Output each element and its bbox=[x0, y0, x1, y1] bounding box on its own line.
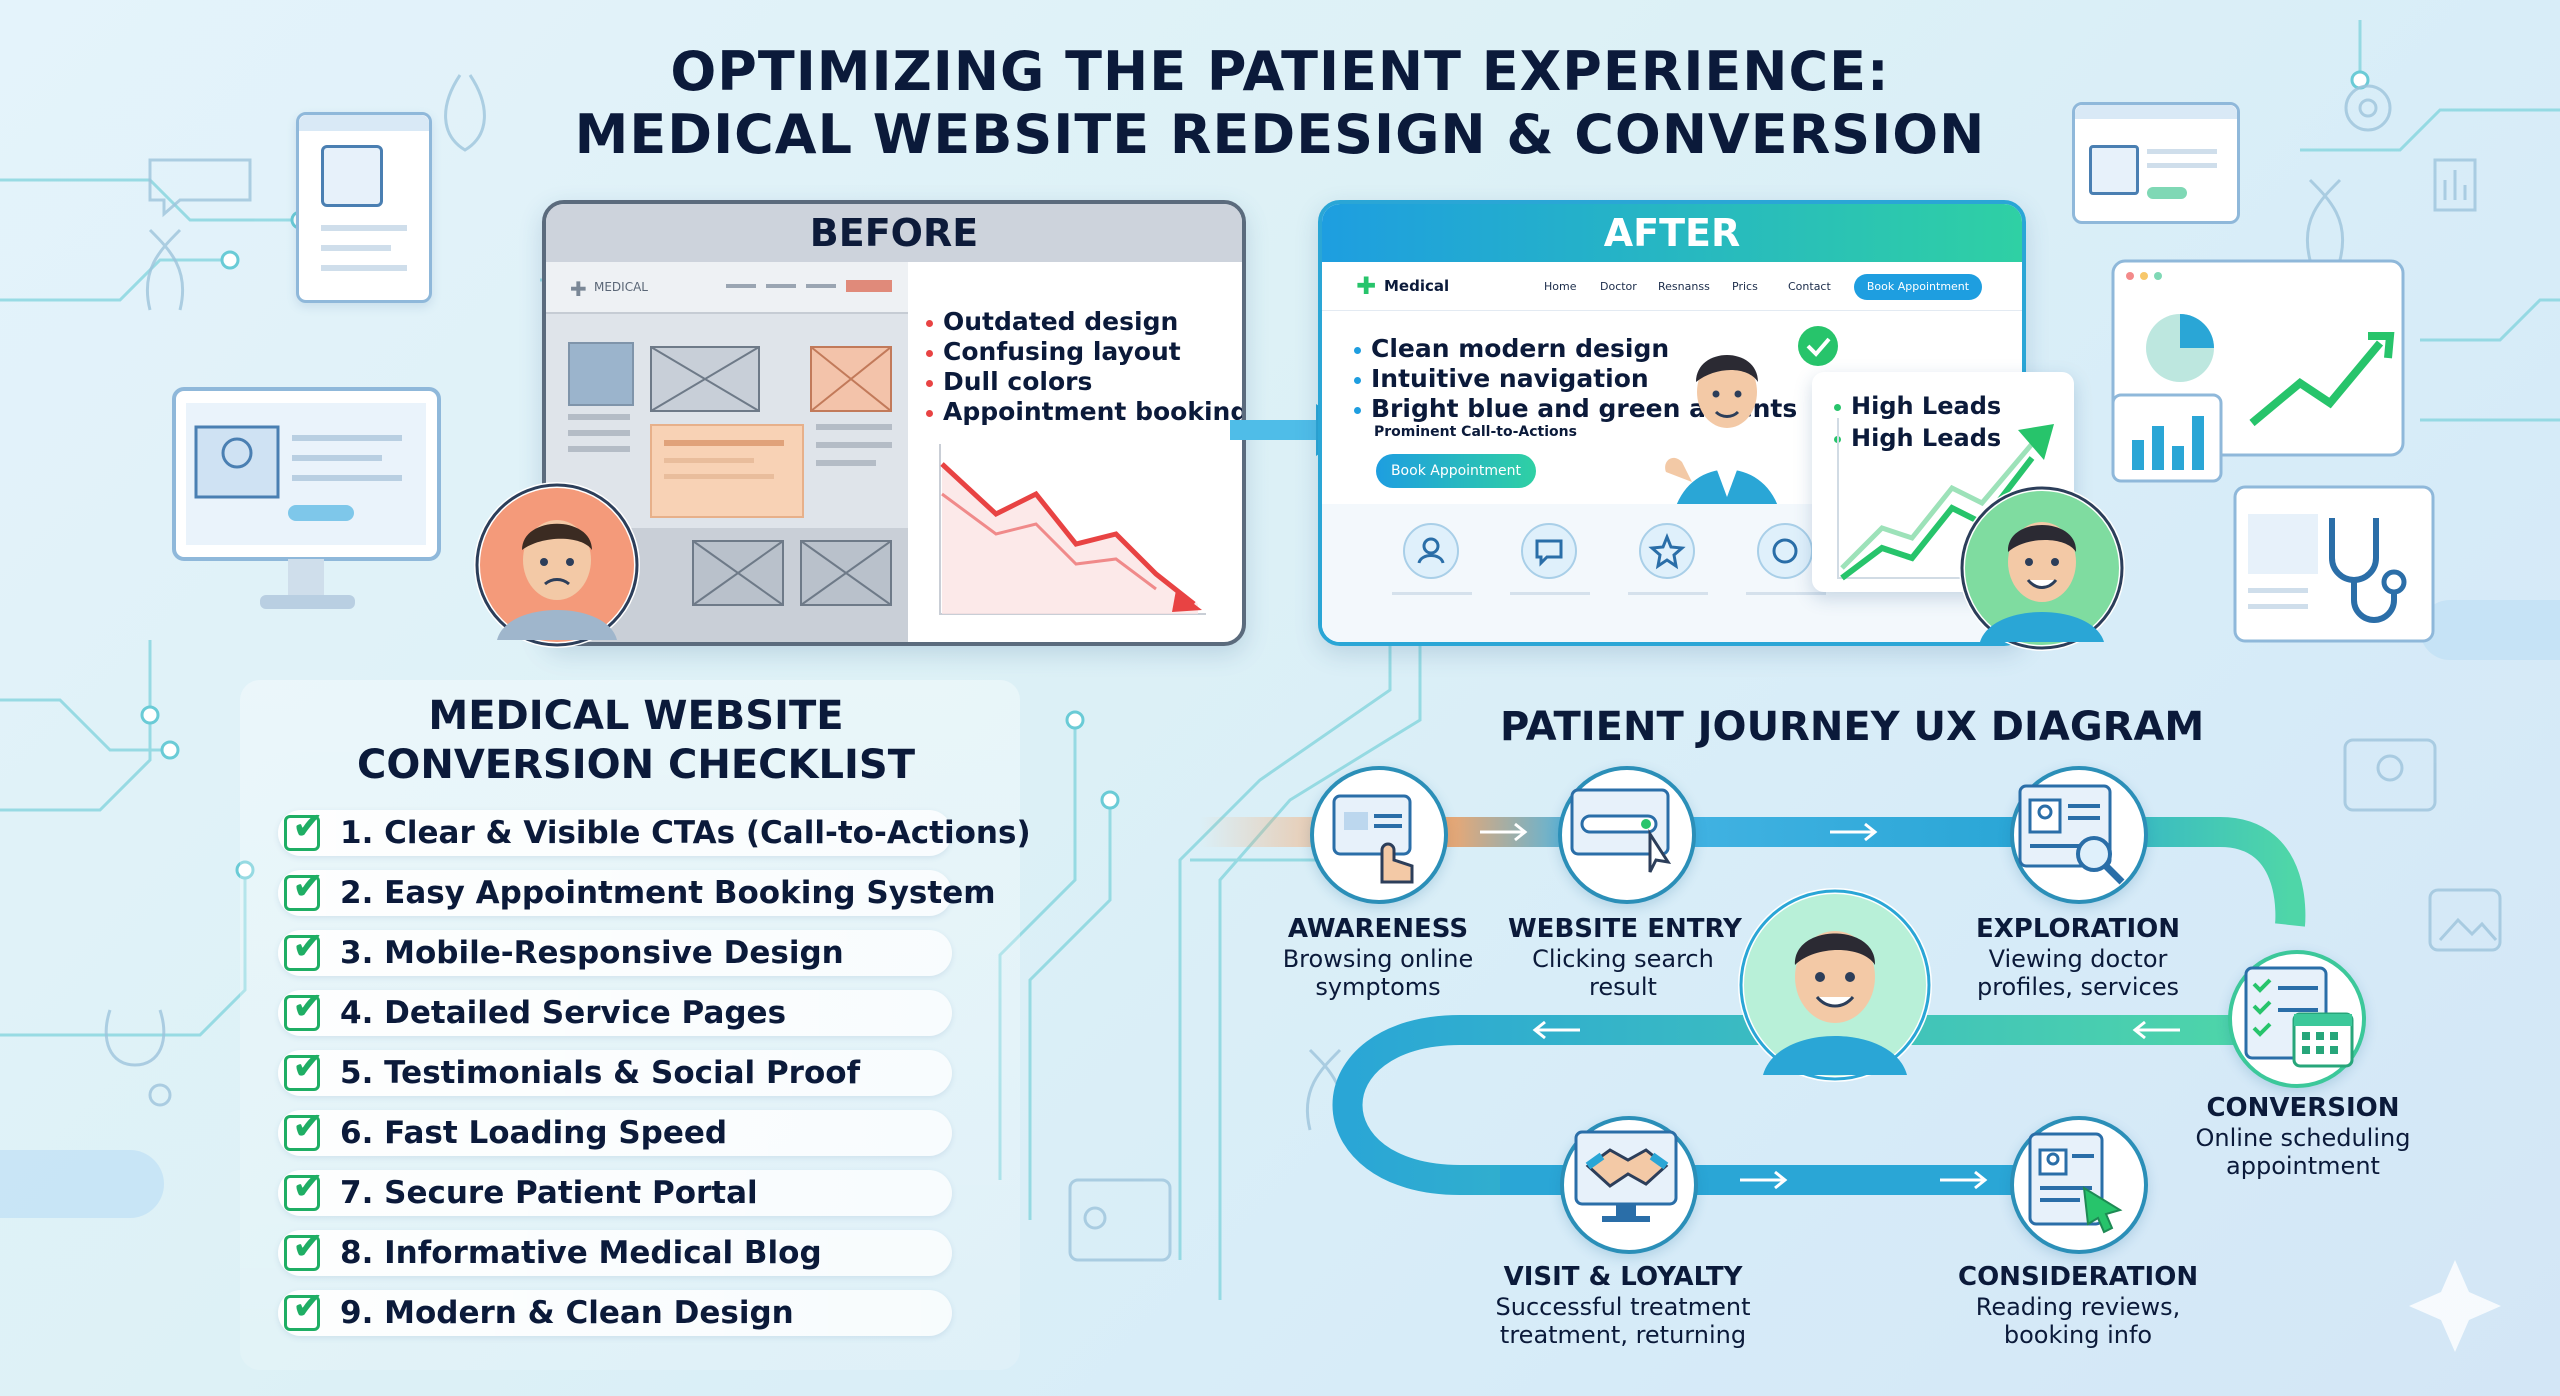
brain-feature-icon bbox=[1757, 523, 1813, 579]
main-title-line2: MEDICAL WEBSITE REDESIGN & CONVERSION bbox=[574, 103, 1986, 166]
desktop-monitor-icon bbox=[172, 387, 441, 609]
stage-awareness-title: AWARENESS bbox=[1287, 914, 1469, 944]
browser-hand-icon bbox=[1332, 794, 1414, 884]
user-feature-icon bbox=[1403, 523, 1459, 579]
bar-chart-window bbox=[2111, 393, 2223, 483]
declining-trend-icon bbox=[939, 444, 1206, 615]
lead-item: High Leads bbox=[1834, 390, 2001, 422]
checklist-item: ✔9. Modern & Clean Design bbox=[278, 1284, 952, 1336]
checklist-item: ✔8. Informative Medical Blog bbox=[278, 1224, 952, 1276]
sad-patient-avatar bbox=[474, 482, 640, 648]
before-issues-list: Outdated design Confusing layout Dull co… bbox=[926, 307, 1242, 427]
star-feature-icon bbox=[1639, 523, 1695, 579]
doctor-illustration bbox=[1665, 355, 1782, 522]
stethoscope-icon bbox=[321, 145, 383, 207]
check-mark-icon: ✔ bbox=[292, 924, 324, 968]
nav-link-resources[interactable]: Resnanss bbox=[1658, 280, 1710, 293]
checkbox-checked-icon bbox=[284, 995, 320, 1031]
before-issue: Outdated design bbox=[926, 307, 1242, 337]
old-logo-cross-icon: ✚ bbox=[570, 277, 587, 301]
nav-link-home[interactable]: Home bbox=[1544, 280, 1577, 293]
placeholder-image-icon bbox=[800, 540, 892, 606]
nav-book-appointment-button[interactable]: Book Appointment bbox=[1854, 274, 1982, 300]
stage-conversion-title: CONVERSION bbox=[2206, 1093, 2400, 1123]
checklist-item: ✔6. Fast Loading Speed bbox=[278, 1104, 952, 1156]
nav-link-doctor[interactable]: Doctor bbox=[1600, 280, 1637, 293]
nav-link-prices[interactable]: Prics bbox=[1732, 280, 1758, 293]
stage-consideration-title: CONSIDERATION bbox=[1958, 1262, 2199, 1292]
placeholder-image-icon bbox=[810, 346, 892, 412]
checklist-item: ✔7. Secure Patient Portal bbox=[278, 1164, 952, 1216]
stethoscope-window bbox=[2233, 485, 2435, 643]
cta-note: Prominent Call-to-Actions bbox=[1374, 424, 1577, 440]
new-site-logo: Medical bbox=[1384, 277, 1450, 295]
check-mark-icon: ✔ bbox=[292, 984, 324, 1028]
stage-consideration-desc: Reading reviews,booking info bbox=[1975, 1293, 2181, 1349]
happy-patient-avatar bbox=[1959, 485, 2125, 651]
check-mark-icon: ✔ bbox=[292, 1284, 324, 1328]
after-benefit: Clean modern design bbox=[1354, 334, 1797, 364]
stage-visit-loyalty-title: VISIT & LOYALTY bbox=[1503, 1262, 1743, 1292]
checkbox-checked-icon bbox=[284, 1115, 320, 1151]
handshake-icon bbox=[1574, 1130, 1678, 1222]
rising-trend-icon bbox=[1837, 418, 2062, 581]
old-site-logo: MEDICAL bbox=[594, 280, 648, 294]
user-profile-icon bbox=[2089, 145, 2139, 195]
placeholder-image-icon bbox=[692, 540, 784, 606]
checkbox-checked-icon bbox=[284, 1055, 320, 1091]
center-patient-avatar bbox=[1738, 888, 1932, 1082]
after-benefit: Intuitive navigation bbox=[1354, 364, 1797, 394]
stage-website-entry-title: WEBSITE ENTRY bbox=[1508, 914, 1742, 944]
checkbox-checked-icon bbox=[284, 875, 320, 911]
checkbox-checked-icon bbox=[284, 815, 320, 851]
chat-feature-icon bbox=[1521, 523, 1577, 579]
checkbox-checked-icon bbox=[284, 1295, 320, 1331]
decorative-window-top-left bbox=[296, 112, 432, 303]
before-issue: Confusing layout bbox=[926, 337, 1242, 367]
after-header: AFTER bbox=[1322, 204, 2022, 262]
checklist-title-line1: MEDICAL WEBSITE bbox=[428, 693, 844, 739]
calendar-checklist-icon bbox=[2244, 966, 2354, 1068]
check-mark-icon: ✔ bbox=[292, 1164, 324, 1208]
decorative-window-top-right bbox=[2072, 102, 2240, 224]
book-appointment-button[interactable]: Book Appointment bbox=[1376, 454, 1536, 488]
check-mark-icon: ✔ bbox=[292, 1224, 324, 1268]
check-mark-icon: ✔ bbox=[292, 804, 324, 848]
checkbox-checked-icon bbox=[284, 1235, 320, 1271]
checklist-item: ✔5. Testimonials & Social Proof bbox=[278, 1044, 952, 1096]
checkbox-checked-icon bbox=[284, 1175, 320, 1211]
profile-magnifier-icon bbox=[2018, 784, 2125, 885]
medical-cross-logo-icon: ✚ bbox=[1356, 272, 1377, 300]
journey-title: PATIENT JOURNEY UX DIAGRAM bbox=[1500, 704, 2205, 750]
checklist-item: ✔1. Clear & Visible CTAs (Call-to-Action… bbox=[278, 804, 1031, 856]
checkmark-badge-icon bbox=[1798, 326, 1838, 366]
nav-link-contact[interactable]: Contact bbox=[1788, 280, 1831, 293]
before-panel: BEFORE ✚ MEDICAL Outdated design Confusi… bbox=[542, 200, 1246, 646]
checklist-title-line2: CONVERSION CHECKLIST bbox=[357, 742, 915, 788]
placeholder-image-icon bbox=[650, 346, 760, 412]
before-header: BEFORE bbox=[546, 204, 1242, 262]
before-issue: Appointment bookings bbox=[926, 397, 1242, 427]
checklist-item: ✔4. Detailed Service Pages bbox=[278, 984, 952, 1036]
stage-exploration-title: EXPLORATION bbox=[1975, 914, 2180, 944]
checkbox-checked-icon bbox=[284, 935, 320, 971]
check-mark-icon: ✔ bbox=[292, 1104, 324, 1148]
main-title-line1: OPTIMIZING THE PATIENT EXPERIENCE: bbox=[670, 40, 1890, 103]
review-cursor-icon bbox=[2028, 1132, 2123, 1234]
check-mark-icon: ✔ bbox=[292, 864, 324, 908]
check-mark-icon: ✔ bbox=[292, 1044, 324, 1088]
leads-list: High Leads High Leads bbox=[1834, 390, 2001, 454]
before-issue: Dull colors bbox=[926, 367, 1242, 397]
checklist-item: ✔2. Easy Appointment Booking System bbox=[278, 864, 996, 916]
checklist-item: ✔3. Mobile-Responsive Design bbox=[278, 924, 952, 976]
search-click-icon bbox=[1570, 788, 1672, 873]
